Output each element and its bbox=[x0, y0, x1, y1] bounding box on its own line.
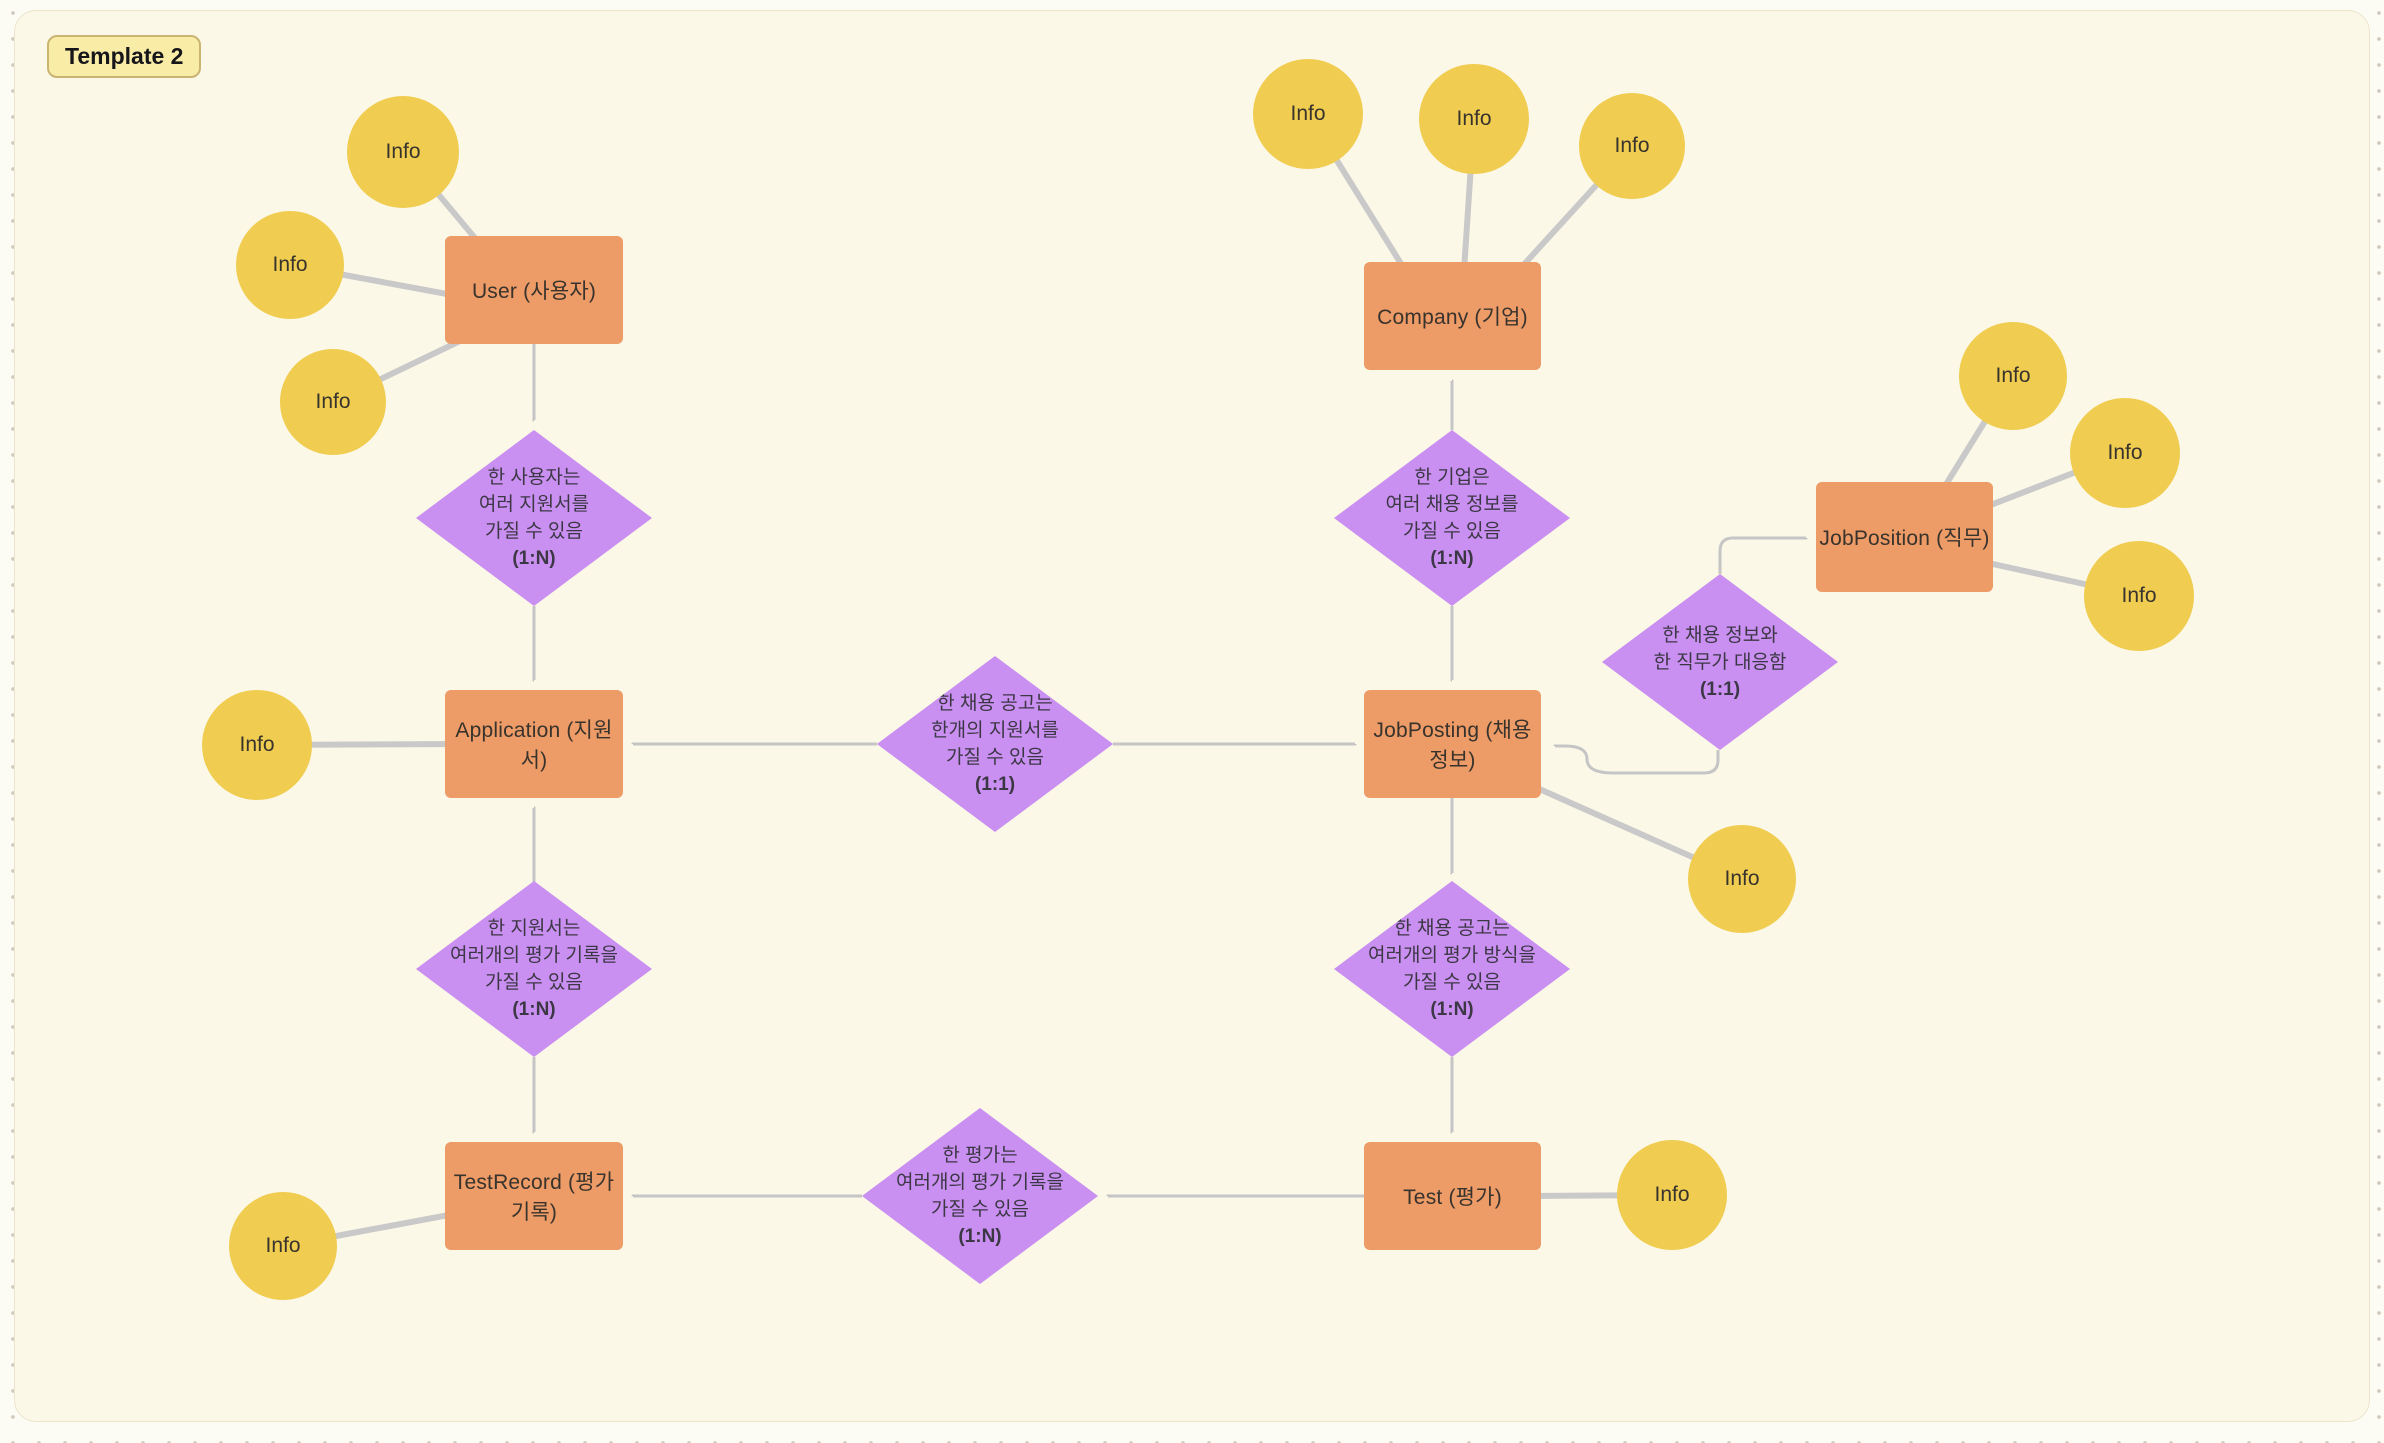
attribute-jobposition-2[interactable]: Info bbox=[2070, 398, 2180, 508]
entity-label: User (사용자) bbox=[471, 280, 597, 303]
relationship-text: 여러 지원서를 bbox=[478, 494, 590, 515]
attribute-label: Info bbox=[2121, 584, 2157, 607]
edge-rel-to-jobposting-right bbox=[1555, 746, 1720, 775]
entity-label: Test (평가) bbox=[1403, 1186, 1502, 1209]
relationship-text: 한 사용자는 bbox=[487, 467, 581, 488]
attribute-label: Info bbox=[265, 1234, 301, 1257]
attribute-label: Info bbox=[272, 253, 308, 276]
attribute-company-2[interactable]: Info bbox=[1419, 64, 1529, 174]
attribute-user-1[interactable]: Info bbox=[347, 96, 459, 208]
relationship-cardinality: (1:N) bbox=[958, 1226, 1002, 1247]
entity-test[interactable]: Test (평가) bbox=[1364, 1142, 1541, 1250]
attribute-jobposition-3[interactable]: Info bbox=[2084, 541, 2194, 651]
template-badge-label: Template 2 bbox=[65, 43, 184, 69]
relationship-cardinality: (1:N) bbox=[1430, 999, 1474, 1020]
relationship-jobposting-jobposition[interactable]: 한 채용 정보와 한 직무가 대응함 (1:1) bbox=[1602, 574, 1838, 750]
entity-testrecord[interactable]: TestRecord (평가 기록) bbox=[445, 1142, 623, 1250]
relationship-test-testrecord[interactable]: 한 평가는 여러개의 평가 기록을 가질 수 있음 (1:N) bbox=[862, 1108, 1098, 1284]
relationship-text: 한 채용 공고는 bbox=[937, 693, 1053, 714]
relationship-cardinality: (1:1) bbox=[974, 774, 1016, 795]
relationship-text: 가질 수 있음 bbox=[485, 521, 583, 542]
relationship-cardinality: (1:N) bbox=[512, 548, 556, 569]
attribute-test-1[interactable]: Info bbox=[1617, 1140, 1727, 1250]
relationship-cardinality: (1:N) bbox=[1430, 548, 1474, 569]
entity-label: Application (지원서) bbox=[455, 719, 613, 772]
attribute-jobposition-1[interactable]: Info bbox=[1959, 322, 2067, 430]
entity-label: JobPosition (직무) bbox=[1819, 527, 1990, 550]
diagram-canvas: Info Info Info Info Info Info Info Info … bbox=[14, 10, 2370, 1422]
relationship-text: 한 평가는 bbox=[942, 1145, 1018, 1166]
attribute-label: Info bbox=[239, 733, 275, 756]
relationship-jobposting-application[interactable]: 한 채용 공고는 한개의 지원서를 가질 수 있음 (1:1) bbox=[877, 656, 1113, 832]
relationship-company-jobposting[interactable]: 한 기업은 여러 채용 정보를 가질 수 있음 (1:N) bbox=[1334, 430, 1570, 606]
relationship-text: 여러개의 평가 기록을 bbox=[450, 945, 618, 966]
attribute-jobposting-1[interactable]: Info bbox=[1688, 825, 1796, 933]
attribute-user-2[interactable]: Info bbox=[236, 211, 344, 319]
attribute-label: Info bbox=[1456, 107, 1492, 130]
attribute-company-1[interactable]: Info bbox=[1253, 59, 1363, 169]
relationship-application-testrecord[interactable]: 한 지원서는 여러개의 평가 기록을 가질 수 있음 (1:N) bbox=[416, 881, 652, 1057]
attribute-label: Info bbox=[1654, 1183, 1690, 1206]
attribute-label: Info bbox=[315, 390, 351, 413]
relationship-text: 가질 수 있음 bbox=[931, 1199, 1029, 1220]
entity-application[interactable]: Application (지원서) bbox=[445, 690, 623, 798]
relationship-cardinality: (1:N) bbox=[512, 999, 556, 1020]
relationship-text: 한 지원서는 bbox=[487, 918, 581, 939]
attribute-label: Info bbox=[385, 140, 421, 163]
edge-rel-to-jobposition bbox=[1718, 536, 1806, 574]
relationship-text: 가질 수 있음 bbox=[946, 747, 1044, 768]
attribute-company-3[interactable]: Info bbox=[1579, 93, 1685, 199]
entity-jobposting[interactable]: JobPosting (채용 정보) bbox=[1364, 690, 1541, 798]
relationship-text: 한 채용 정보와 bbox=[1662, 624, 1778, 646]
relationship-text: 한 채용 공고는 bbox=[1394, 918, 1510, 939]
relationship-text: 여러 채용 정보를 bbox=[1385, 494, 1519, 515]
relationship-text: 한 기업은 bbox=[1414, 467, 1490, 488]
relationship-cardinality: (1:1) bbox=[1699, 678, 1741, 700]
relationship-text: 한 직무가 대응함 bbox=[1653, 651, 1787, 673]
attribute-application-1[interactable]: Info bbox=[202, 690, 312, 800]
attribute-label: Info bbox=[1995, 364, 2031, 387]
relationship-text: 여러개의 평가 방식을 bbox=[1368, 945, 1536, 966]
relationship-jobposting-test[interactable]: 한 채용 공고는 여러개의 평가 방식을 가질 수 있음 (1:N) bbox=[1334, 881, 1570, 1057]
attribute-label: Info bbox=[1724, 867, 1760, 890]
entity-label: JobPosting (채용 정보) bbox=[1373, 719, 1532, 772]
entity-jobposition[interactable]: JobPosition (직무) bbox=[1816, 482, 1993, 592]
attribute-label: Info bbox=[1614, 134, 1650, 157]
attribute-label: Info bbox=[2107, 441, 2143, 464]
entity-user[interactable]: User (사용자) bbox=[445, 236, 623, 344]
entity-label: TestRecord (평가 기록) bbox=[453, 1171, 615, 1224]
relationship-text: 여러개의 평가 기록을 bbox=[896, 1172, 1064, 1193]
attribute-user-3[interactable]: Info bbox=[280, 349, 386, 455]
entity-label: Company (기업) bbox=[1377, 306, 1528, 329]
relationship-text: 가질 수 있음 bbox=[1403, 972, 1501, 993]
relationship-text: 가질 수 있음 bbox=[485, 972, 583, 993]
connector-layer bbox=[254, 111, 2142, 1249]
relationship-edges bbox=[534, 344, 1806, 1198]
relationship-user-application[interactable]: 한 사용자는 여러 지원서를 가질 수 있음 (1:N) bbox=[416, 430, 652, 606]
relationship-text: 한개의 지원서를 bbox=[931, 720, 1059, 741]
attribute-label: Info bbox=[1290, 102, 1326, 125]
entity-company[interactable]: Company (기업) bbox=[1364, 262, 1541, 370]
relationship-text: 가질 수 있음 bbox=[1403, 521, 1501, 542]
template-badge[interactable]: Template 2 bbox=[47, 35, 202, 78]
attribute-testrecord-1[interactable]: Info bbox=[229, 1192, 337, 1300]
